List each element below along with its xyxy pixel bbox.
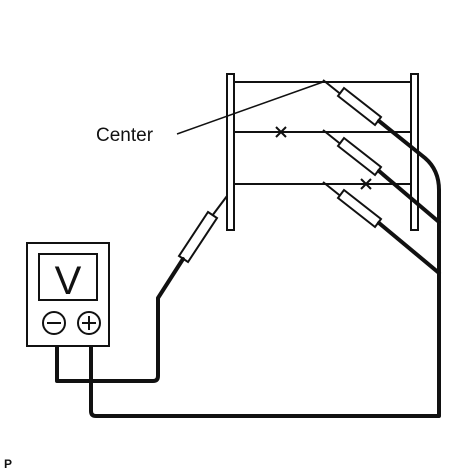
lead-to-meter-minus [55,257,185,383]
rear-window-frame [226,73,419,231]
lead-bottom [377,221,441,275]
left-frame-bar [226,73,235,231]
probe-middle [322,129,383,177]
voltmeter: V [26,242,110,347]
corner-mark: P [4,457,12,471]
negative-probe [55,195,228,383]
center-leader-line [176,81,324,135]
lead-middle [377,169,441,224]
break-mark-upper [275,126,287,138]
positive-probes [322,79,383,229]
voltmeter-symbol: V [55,259,82,303]
center-label: Center [96,125,154,146]
probe-top [322,79,383,127]
probe-leads [89,119,441,418]
wire-break-marks [275,126,372,190]
lead-to-meter-plus [89,188,441,418]
voltmeter-display [38,253,98,301]
probe-bottom [322,181,383,229]
break-mark-lower [360,178,372,190]
